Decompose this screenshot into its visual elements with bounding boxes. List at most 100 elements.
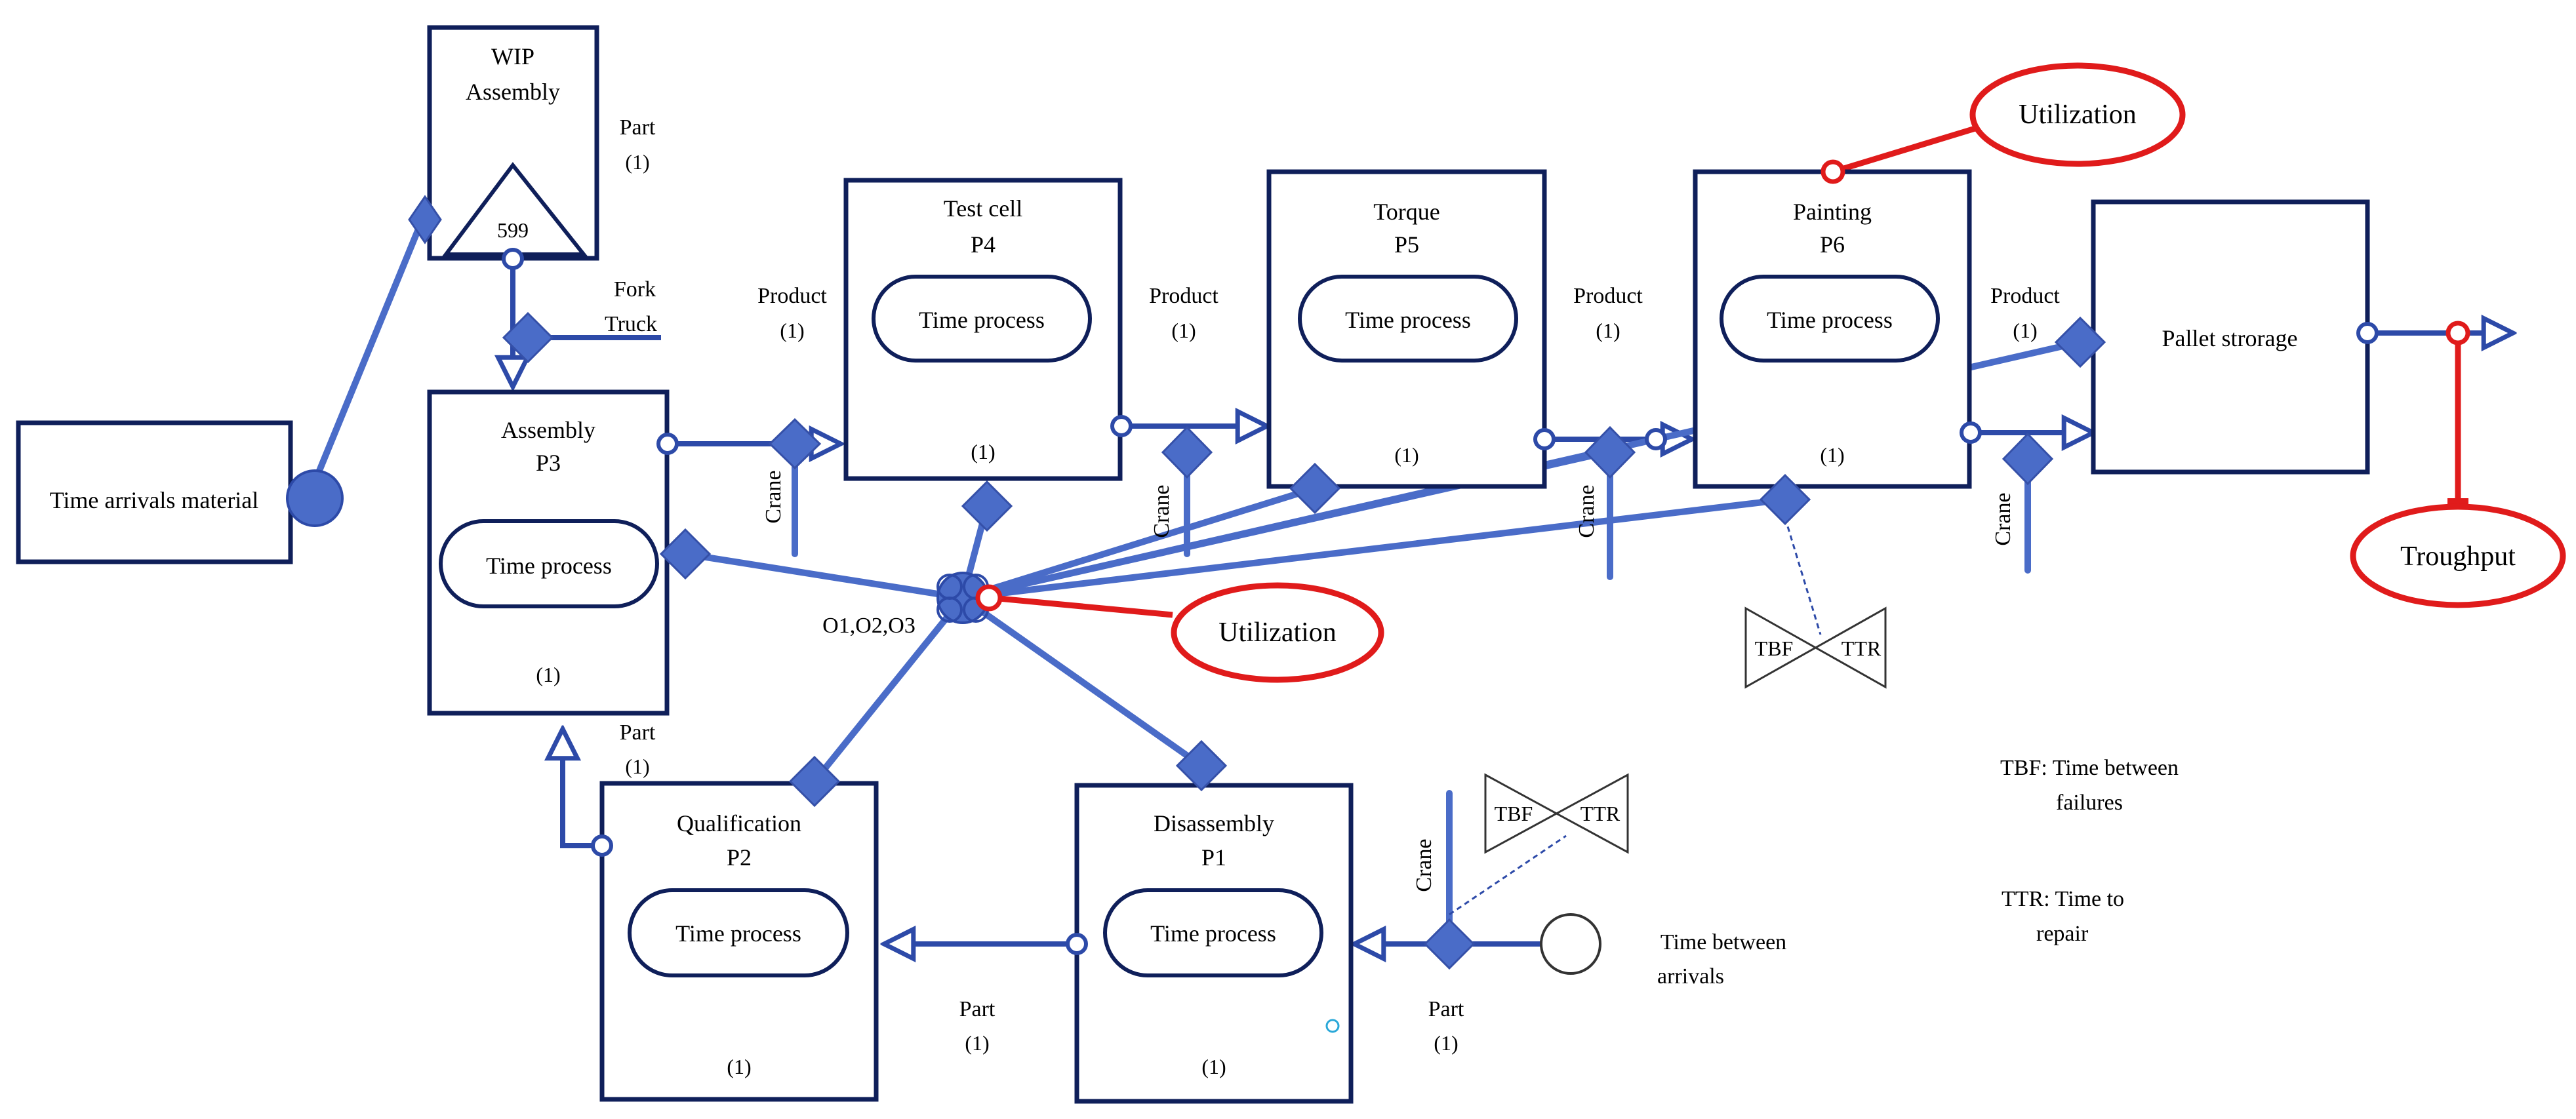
product-label: Product: [1573, 284, 1643, 308]
product-count: (1): [1171, 319, 1196, 342]
diamond-icon: [2002, 432, 2054, 486]
qualification-capacity: (1): [727, 1055, 751, 1078]
part-count: (1): [965, 1031, 989, 1055]
process-pill-p3[interactable]: [439, 519, 659, 608]
torque-title-line2: P5: [1394, 231, 1419, 258]
ttr-label-p1: TTR: [1580, 802, 1620, 825]
painting-title-line2: P6: [1820, 231, 1845, 258]
process-pill-p2[interactable]: [628, 888, 849, 977]
operators-label: O1,O2,O3: [822, 614, 916, 638]
utilization-painting-ellipse[interactable]: [1969, 62, 2186, 167]
fork-truck-label-1: Fork: [614, 277, 656, 302]
testcell-capacity: (1): [971, 440, 995, 463]
utilization-operators-ellipse[interactable]: [1171, 582, 1384, 683]
wip-assembly-box[interactable]: [427, 25, 599, 261]
testcell-title-line2: P4: [971, 231, 996, 258]
part-count: (1): [625, 150, 649, 174]
part-count: (1): [1434, 1031, 1458, 1055]
product-count: (1): [780, 319, 804, 342]
arrival-to-wip-line: [312, 210, 428, 485]
failure-bowtie-p6[interactable]: [1744, 606, 1887, 689]
qualification-title-line2: P2: [727, 844, 752, 871]
diamond-icon: [2054, 316, 2106, 368]
assembly-title-line2: P3: [536, 450, 561, 476]
painting-process-label: Time process: [1767, 307, 1893, 333]
crane-label: Crane: [761, 470, 786, 523]
legend-ttr-line1: TTR: Time to: [2002, 887, 2124, 911]
painting-capacity: (1): [1820, 443, 1844, 467]
torque-title-line1: Torque: [1373, 199, 1439, 225]
pallet-storage-box[interactable]: [2091, 199, 2370, 475]
testcell-process-label: Time process: [919, 307, 1045, 333]
wip-title-line1: WIP: [491, 43, 534, 69]
part-count: (1): [625, 755, 649, 778]
process-pill-p4[interactable]: [872, 275, 1092, 363]
diamond-icon: [768, 418, 822, 470]
arrival-source-icon[interactable]: [286, 469, 344, 527]
wip-count: 599: [497, 218, 529, 242]
disassembly-capacity: (1): [1201, 1055, 1226, 1078]
utilization-link-operators: [991, 595, 1173, 618]
tbf-label-p1: TBF: [1495, 802, 1533, 825]
operator-pool-icon[interactable]: [936, 572, 1003, 624]
torque-capacity: (1): [1394, 443, 1419, 467]
wip-title-line2: Assembly: [466, 79, 560, 105]
qualification-to-assembly-line: [563, 729, 602, 848]
qualification-process-label: Time process: [675, 920, 801, 947]
assembly-title-line1: Assembly: [501, 417, 595, 443]
diamond-icon: [961, 480, 1013, 532]
disassembly-process-label: Time process: [1150, 920, 1276, 947]
diamond-icon: [659, 528, 712, 580]
product-label: Product: [757, 284, 827, 308]
diamond-icon: [788, 755, 841, 808]
tbf-label-p6: TBF: [1755, 637, 1794, 660]
legend-ttr-line2: repair: [2036, 922, 2089, 946]
assembly-process-label: Time process: [486, 553, 612, 579]
diamond-icon: [1584, 425, 1636, 479]
time-arrivals-box[interactable]: [16, 420, 293, 564]
connection-rings: [502, 248, 2379, 1033]
process-pill-p1[interactable]: [1103, 888, 1323, 977]
utilization-painting-label: Utilization: [2019, 100, 2137, 130]
diamond-icon: [1759, 473, 1811, 526]
diamond-icon: [1289, 462, 1341, 515]
arrival-source-p1-icon[interactable]: [1540, 913, 1601, 975]
part-label: Part: [620, 115, 656, 140]
product-label: Product: [1149, 284, 1218, 308]
crane-label: Crane: [1575, 484, 1599, 538]
resource-diamonds[interactable]: [408, 195, 2106, 970]
failure-bowtie-p1[interactable]: [1484, 773, 1629, 854]
crane-label: Crane: [1412, 838, 1436, 892]
utilization-operators-label: Utilization: [1218, 618, 1337, 648]
ttr-label-p6: TTR: [1841, 637, 1882, 660]
diamond-icon: [1423, 918, 1476, 970]
process-pill-p6[interactable]: [1720, 275, 1940, 363]
throughput-label: Troughput: [2400, 541, 2516, 572]
diamond-icon: [1161, 425, 1213, 479]
diamond-icon: [408, 195, 442, 245]
diamond-icon: [1175, 739, 1228, 792]
disassembly-title-line1: Disassembly: [1154, 810, 1274, 836]
torque-process-label: Time process: [1345, 307, 1471, 333]
disassembly-title-line2: P1: [1201, 844, 1226, 871]
legend-tbf-line2: failures: [2056, 791, 2123, 815]
time-between-arrivals-1: Time between: [1660, 930, 1786, 954]
process-pill-p5[interactable]: [1298, 275, 1518, 363]
part-label: Part: [959, 997, 996, 1021]
testcell-title-line1: Test cell: [944, 195, 1022, 222]
utilization-link-painting: [1832, 120, 1994, 175]
time-between-arrivals-2: arrivals: [1657, 964, 1724, 989]
diamond-icon: [502, 311, 554, 364]
tbf-dashed-p1: [1449, 834, 1567, 916]
pallet-storage-label: Pallet strorage: [2162, 325, 2298, 351]
product-label: Product: [1990, 284, 2060, 308]
crane-label: Crane: [1150, 484, 1174, 538]
tbf-dashed-p6: [1784, 517, 1822, 635]
product-count: (1): [1596, 319, 1620, 342]
product-count: (1): [2013, 319, 2037, 342]
time-arrivals-label: Time arrivals material: [50, 487, 259, 513]
qualification-title-line1: Qualification: [677, 810, 801, 836]
throughput-ellipse[interactable]: [2350, 503, 2566, 608]
crane-label: Crane: [1991, 492, 2015, 545]
